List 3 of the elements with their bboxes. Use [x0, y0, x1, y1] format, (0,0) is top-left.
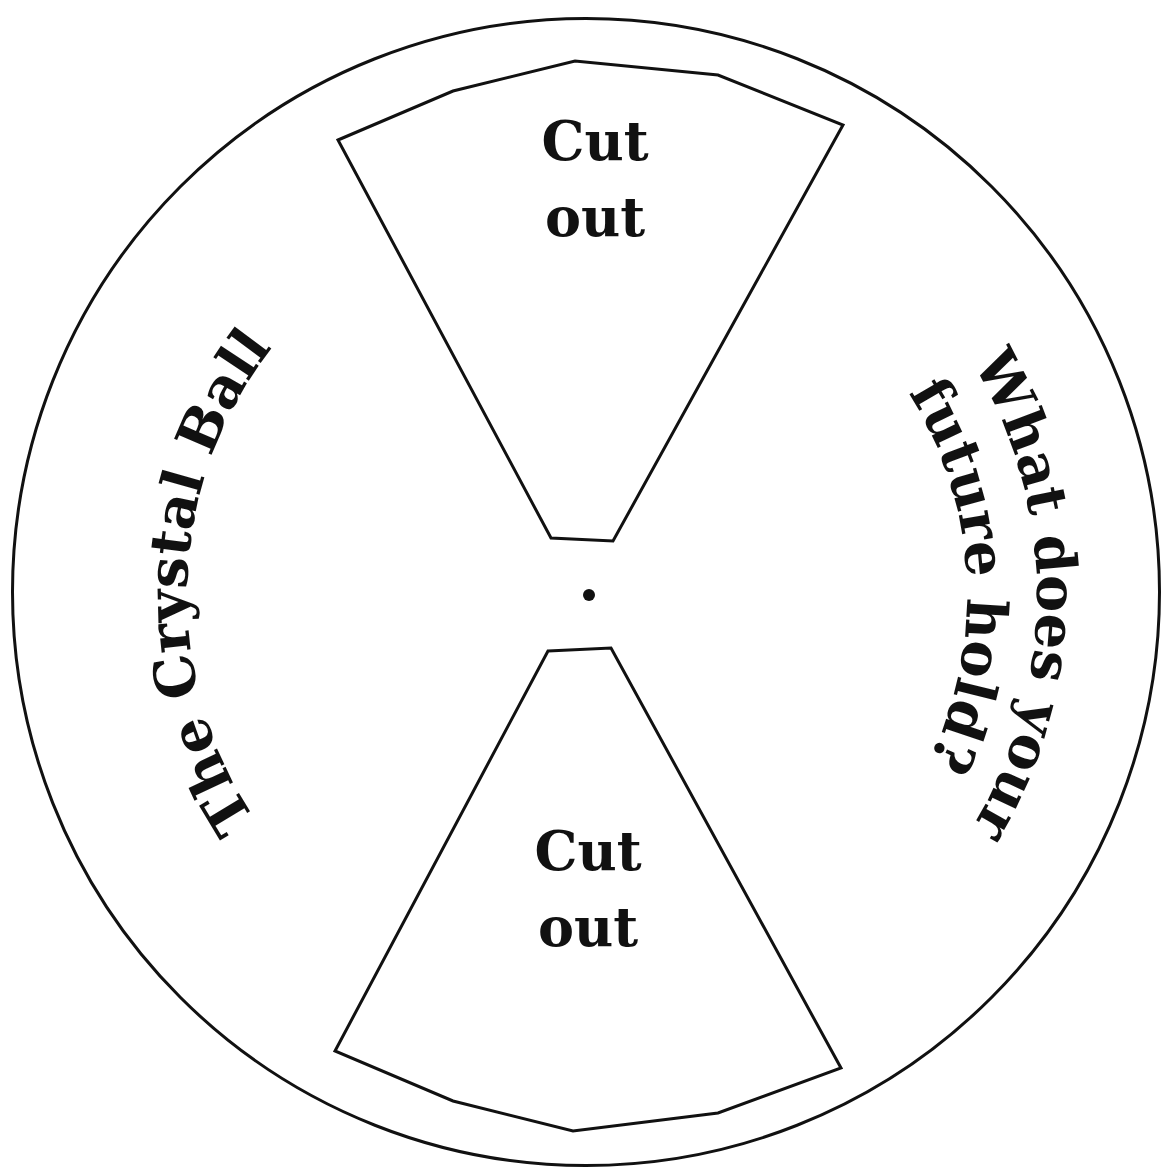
cut-out-label: Cut out: [540, 108, 650, 251]
crystal-ball-disc: [11, 17, 1161, 1167]
cut-out-label: Cut out: [533, 818, 643, 961]
